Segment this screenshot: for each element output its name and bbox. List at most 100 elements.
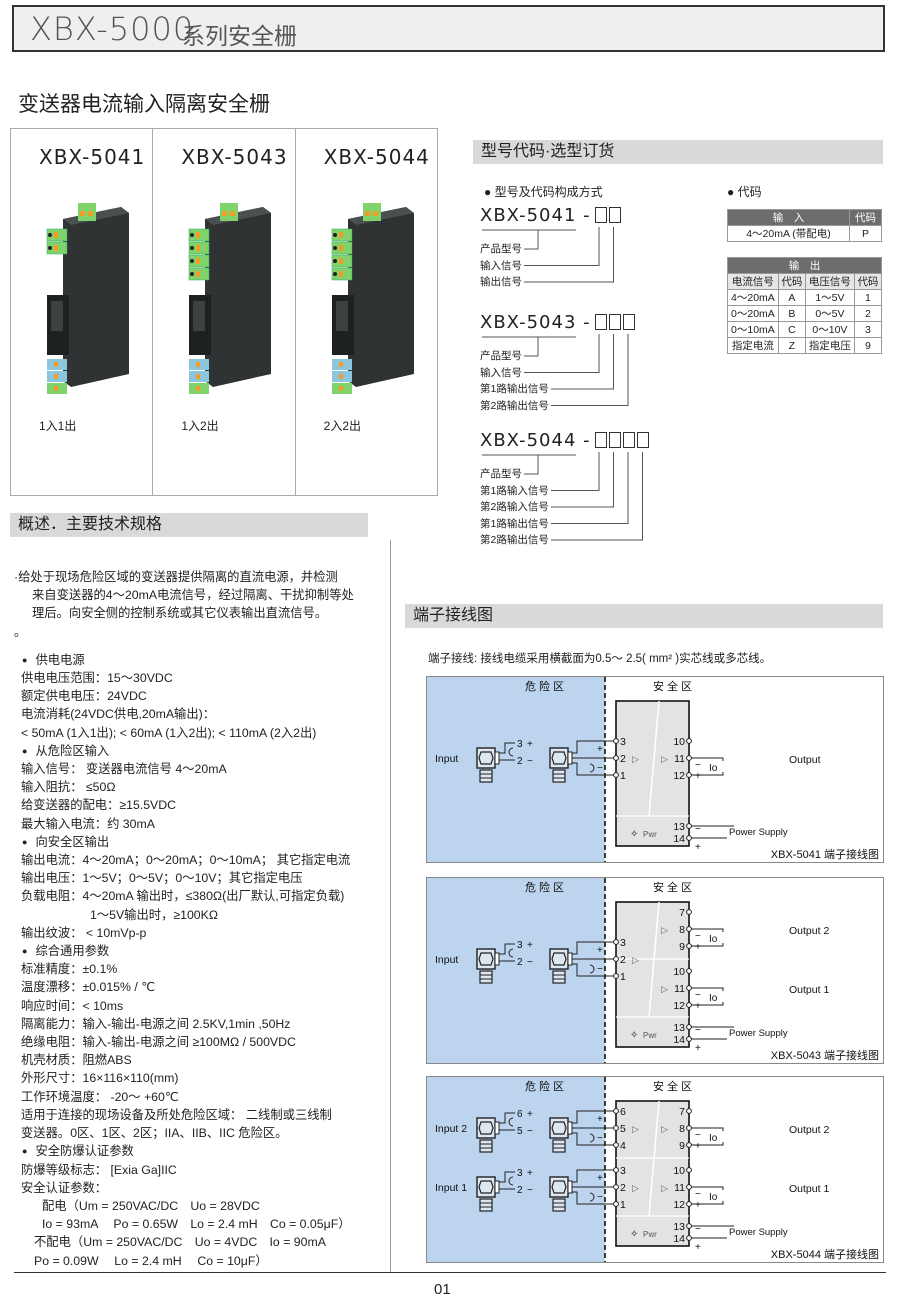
power-terminal-number: 14 — [673, 1233, 685, 1245]
terminal — [686, 835, 692, 841]
composition-heading-text: 型号及代码构成方式 — [494, 185, 603, 199]
power-terminal-number: 13 — [673, 1221, 685, 1233]
signal-arrow-icon: ▷ — [661, 984, 668, 994]
module-terminal-number: 2 — [620, 753, 626, 765]
current-loop-arrow-icon — [589, 1133, 595, 1143]
polarity-minus: − — [597, 763, 603, 774]
terminal — [686, 738, 692, 744]
spec-line: 配电（Um = 250VAC/DC Uo = 28VDC — [42, 1198, 260, 1213]
terminal — [613, 1201, 619, 1207]
polarity-minus: − — [527, 957, 533, 968]
code-label-text: 输出信号 — [480, 276, 524, 288]
terminal — [686, 926, 692, 932]
module-terminal-number: 12 — [673, 1000, 685, 1012]
hazard-zone-label: 危 险 区 — [525, 880, 564, 894]
led-icon: ✧ — [630, 829, 638, 840]
polarity-plus: + — [695, 942, 701, 953]
terminal — [613, 956, 619, 962]
pwr-indicator-label: Pwr — [643, 1230, 657, 1239]
terminal — [613, 1142, 619, 1148]
polarity-plus: + — [695, 1001, 701, 1012]
code-label-text: 产品型号 — [480, 243, 524, 255]
spec-line: 工作环境温度： -20～ +60℃ — [21, 1089, 179, 1104]
led-icon: ✧ — [630, 1030, 638, 1041]
terminal — [613, 1184, 619, 1190]
polarity-minus: − — [695, 1224, 701, 1235]
spec-line: 额定供电电压：24VDC — [21, 689, 147, 704]
polarity-minus: − — [527, 1185, 533, 1196]
code-model-line: XBX-5041 - — [480, 205, 680, 231]
terminal — [686, 1108, 692, 1114]
code-block: XBX-5041 - 产品型号输入信号输出信号 — [480, 205, 680, 291]
output-table-cell: B — [777, 305, 806, 322]
section-title-specs: 概述．主要技术规格 — [10, 513, 368, 537]
code-label: 输入信号 — [480, 258, 680, 275]
spec-line: 适用于连接的现场设备及所处危险区域： 二线制或三线制 — [21, 1107, 332, 1122]
module-terminal-number: 3 — [620, 1165, 626, 1177]
power-terminal-number: 13 — [673, 821, 685, 833]
module-terminal-number: 10 — [673, 736, 685, 748]
current-loop-arrow-icon — [508, 1117, 514, 1127]
page-number: 01 — [434, 1281, 451, 1298]
code-model-line: XBX-5043 - — [480, 312, 680, 338]
output-table-cell: 9 — [853, 337, 883, 354]
code-label: 第2路输出信号 — [480, 398, 680, 415]
power-supply-label: Power Supply — [729, 827, 788, 838]
polarity-minus: − — [527, 1126, 533, 1137]
product-caption: 1入1出 — [39, 419, 77, 433]
spec-line: 1～5V输出时，≥100KΩ — [90, 907, 219, 922]
output-table-header: 电流信号 — [727, 273, 779, 290]
code-block: XBX-5044 -产品型号第1路输入信号第2路输入信号第1路输出信号第2路输出… — [480, 430, 680, 549]
power-supply-label: Power Supply — [729, 1028, 788, 1039]
terminal — [613, 973, 619, 979]
terminal — [686, 1235, 692, 1241]
polarity-plus: + — [527, 1109, 533, 1120]
code-label-text: 第1路输出信号 — [480, 383, 551, 395]
spec-line: 来自变送器的4～20mA电流信号，经过隔离、干扰抑制等处 — [32, 588, 354, 603]
code-box — [636, 432, 649, 448]
polarity-plus: + — [527, 1168, 533, 1179]
spec-line: 防爆等级标志： [Exia Ga]IIC — [21, 1162, 177, 1177]
transmitter-icon — [549, 747, 573, 783]
output-table-cell: A — [777, 289, 806, 306]
spec-line: 温度漂移：±0.015% / ℃ — [21, 980, 155, 995]
transmitter-icon — [476, 948, 500, 984]
wiring-note: 端子接线: 接线电缆采用横截面为0.5～ 2.5( mm² )实芯线或多芯线。 — [428, 653, 772, 665]
spec-line: 外形尺寸：16×116×110(mm) — [21, 1071, 179, 1086]
terminal — [686, 1002, 692, 1008]
code-label: 产品型号 — [480, 466, 680, 483]
code-model: XBX-5041 - — [480, 205, 591, 226]
footer-rule — [14, 1272, 886, 1273]
input-label: Input 1 — [435, 1182, 467, 1194]
output-table-header: 代码 — [853, 273, 883, 290]
spec-line: 标准精度：±0.1% — [21, 962, 118, 977]
output-table-cell: 2 — [853, 305, 883, 322]
module-terminal-number: 10 — [673, 1165, 685, 1177]
spec-line: 输出电流：4～20mA；0～20mA；0～10mA； 其它指定电流 — [21, 853, 351, 868]
output-table-cell: C — [777, 321, 806, 338]
polarity-plus: + — [695, 842, 701, 853]
code-box — [608, 432, 621, 448]
current-loop-arrow-icon — [508, 1176, 514, 1186]
polarity-minus: − — [695, 931, 701, 942]
pwr-indicator-label: Pwr — [643, 830, 657, 839]
spec-list: ·给处于现场危险区域的变送器提供隔离的直流电源，并检测来自变送器的4～20mA电… — [14, 568, 384, 1270]
spec-line: 输入阻抗： ≤50Ω — [21, 780, 116, 795]
module-terminal-number: 6 — [620, 1106, 626, 1118]
module-terminal-number: 3 — [620, 736, 626, 748]
polarity-minus: − — [695, 760, 701, 771]
hazard-terminal-label: 6 — [517, 1109, 523, 1120]
terminal — [686, 968, 692, 974]
power-supply-label: Power Supply — [729, 1227, 788, 1238]
polarity-minus: − — [695, 990, 701, 1001]
power-terminal-number: 14 — [673, 833, 685, 845]
diagram-caption: XBX-5043 端子接线图 — [771, 1048, 879, 1062]
terminal — [686, 1024, 692, 1030]
code-label: 输入信号 — [480, 365, 680, 382]
hazard-zone-area — [427, 677, 605, 862]
output-table-cell: 0～5V — [804, 305, 855, 322]
signal-arrow-icon: ▷ — [632, 1124, 639, 1134]
code-box — [622, 432, 635, 448]
